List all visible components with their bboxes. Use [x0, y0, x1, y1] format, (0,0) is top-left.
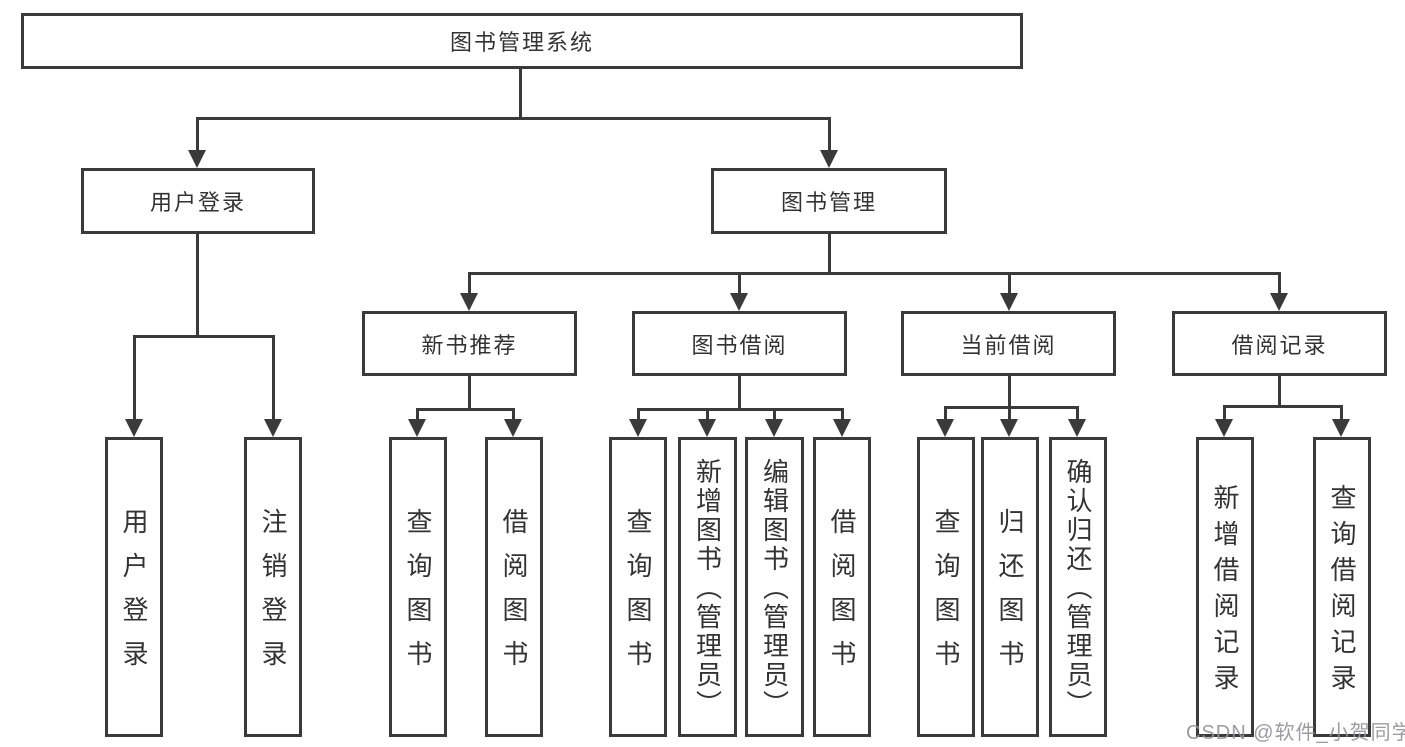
- connector-leaf-shaft: [1340, 405, 1343, 422]
- connector-leaf-shaft: [1076, 406, 1079, 422]
- connector-user-login-split: [133, 335, 275, 338]
- node-label: 查询图书: [931, 508, 961, 684]
- node-label: 确认归还（管理员）: [1063, 458, 1093, 719]
- connector-l3-shaft: [1278, 272, 1281, 297]
- connector-book-mgmt-split: [468, 272, 1281, 275]
- connector-stem: [738, 376, 741, 411]
- connector-user-login-stem: [196, 234, 199, 338]
- connector-split: [637, 408, 843, 411]
- connector-leaf-shaft: [706, 408, 709, 422]
- node-leaf-add-borrow-record: 新增借阅记录: [1196, 437, 1254, 737]
- node-user-login: 用户登录: [81, 168, 315, 234]
- connector-split: [1223, 405, 1342, 408]
- node-book-management: 图书管理: [711, 168, 947, 234]
- node-label: 新书推荐: [421, 332, 518, 358]
- connector-root-stem: [519, 69, 522, 119]
- arrow-down-icon: [698, 419, 716, 437]
- node-label: 用户登录: [119, 508, 149, 684]
- node-label: 新增图书（管理员）: [692, 458, 723, 719]
- connector-leaf-shaft: [1223, 405, 1226, 422]
- connector-leaf-shaft: [841, 408, 844, 422]
- connector-leaf-shaft: [773, 408, 776, 422]
- node-leaf-edit-books-admin: 编辑图书（管理员）: [745, 437, 804, 737]
- connector-leaf-shaft: [512, 408, 515, 422]
- node-leaf-user-login: 用户登录: [105, 437, 163, 737]
- arrow-down-icon: [188, 150, 206, 168]
- connector-leaf-shaft: [944, 406, 947, 422]
- arrow-down-icon: [936, 419, 954, 437]
- node-label: 图书管理系统: [449, 30, 594, 55]
- connector-leaf-shaft: [133, 335, 136, 421]
- arrow-down-icon: [1000, 293, 1018, 311]
- csdn-watermark: CSDN @软件_小贺同学: [1186, 722, 1405, 744]
- node-leaf-return-books: 归还图书: [981, 437, 1039, 737]
- node-label: 借阅图书: [499, 508, 529, 684]
- node-label: 图书借阅: [691, 332, 788, 358]
- arrow-down-icon: [1000, 419, 1018, 437]
- connector-split: [416, 408, 515, 411]
- arrow-down-icon: [1068, 419, 1086, 437]
- node-leaf-confirm-return-admin: 确认归还（管理员）: [1049, 437, 1107, 737]
- connector-book-mgmt-stem: [828, 234, 831, 275]
- connector-stem: [1008, 376, 1011, 408]
- arrow-down-icon: [833, 419, 851, 437]
- node-library-management-system: 图书管理系统: [21, 13, 1023, 69]
- node-leaf-logout: 注销登录: [244, 437, 302, 737]
- node-leaf-query-borrow-record: 查询借阅记录: [1313, 437, 1371, 737]
- node-label: 归还图书: [995, 508, 1025, 684]
- connector-book-mgmt-shaft: [828, 117, 831, 152]
- arrow-down-icon: [408, 419, 426, 437]
- connector-user-login-shaft: [196, 117, 199, 152]
- node-new-book-recommend: 新书推荐: [362, 311, 577, 376]
- connector-leaf-shaft: [416, 408, 419, 422]
- node-label: 编辑图书（管理员）: [759, 458, 790, 719]
- arrow-down-icon: [1215, 419, 1233, 437]
- arrow-down-icon: [504, 419, 522, 437]
- arrow-down-icon: [264, 419, 282, 437]
- node-label: 查询图书: [403, 508, 433, 684]
- arrow-down-icon: [460, 293, 478, 311]
- node-label: 新增借阅记录: [1210, 484, 1240, 700]
- node-leaf-add-books-admin: 新增图书（管理员）: [678, 437, 737, 737]
- arrow-down-icon: [629, 419, 647, 437]
- node-leaf-query-books-borrowing: 查询图书: [609, 437, 667, 737]
- node-label: 图书管理: [780, 190, 877, 215]
- node-leaf-borrow-books-borrowing: 借阅图书: [813, 437, 871, 737]
- connector-leaf-shaft: [272, 335, 275, 421]
- node-leaf-query-books-recommend: 查询图书: [389, 437, 447, 737]
- node-label: 注销登录: [258, 508, 288, 684]
- node-label: 查询图书: [623, 508, 653, 684]
- connector-l3-shaft: [468, 272, 471, 297]
- connector-split: [944, 406, 1079, 409]
- connector-l3-shaft: [1008, 272, 1011, 297]
- arrow-down-icon: [765, 419, 783, 437]
- connector-leaf-shaft: [637, 408, 640, 422]
- connector-stem: [468, 376, 471, 411]
- node-leaf-query-books-current: 查询图书: [917, 437, 975, 737]
- connector-root-split: [196, 117, 831, 120]
- node-borrowing-records: 借阅记录: [1172, 311, 1387, 376]
- connector-leaf-shaft: [1008, 406, 1011, 422]
- connector-l3-shaft: [738, 272, 741, 297]
- arrow-down-icon: [1332, 419, 1350, 437]
- node-label: 借阅记录: [1231, 332, 1328, 358]
- node-current-borrowing: 当前借阅: [901, 311, 1116, 376]
- node-label: 借阅图书: [827, 508, 857, 684]
- arrow-down-icon: [1270, 293, 1288, 311]
- arrow-down-icon: [125, 419, 143, 437]
- node-label: 查询借阅记录: [1327, 484, 1357, 700]
- arrow-down-icon: [730, 293, 748, 311]
- node-label: 用户登录: [149, 190, 246, 215]
- arrow-down-icon: [820, 150, 838, 168]
- connector-stem: [1278, 376, 1281, 408]
- node-leaf-borrow-books-recommend: 借阅图书: [485, 437, 543, 737]
- node-label: 当前借阅: [960, 332, 1057, 358]
- node-book-borrowing: 图书借阅: [632, 311, 847, 376]
